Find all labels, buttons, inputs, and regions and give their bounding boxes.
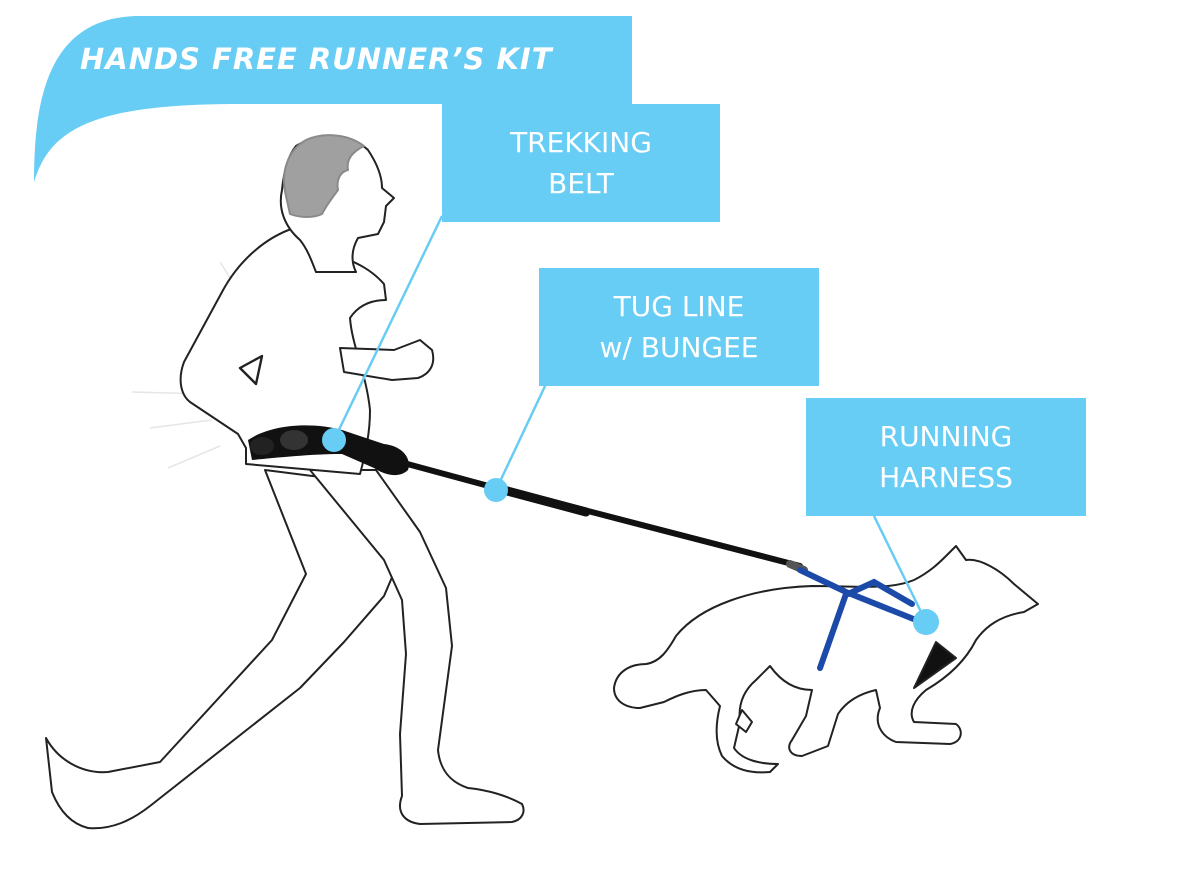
label-line: RUNNING [879, 419, 1013, 453]
callout-points [322, 428, 939, 635]
leader-line-belt [332, 215, 444, 441]
runner-arm-gap [238, 354, 264, 386]
dog-chest-mark [913, 641, 957, 689]
label-line: HARNESS [879, 461, 1013, 494]
label-box-trekking-belt: TREKKING BELT [442, 104, 720, 222]
dog-paw-left [735, 709, 753, 733]
title-text: HANDS FREE RUNNER’S KIT [80, 42, 553, 76]
leader-lines [332, 215, 928, 623]
label-line: BELT [548, 167, 614, 200]
runner-front-leg [309, 469, 525, 825]
label-line: w/ BUNGEE [599, 331, 759, 364]
runner-figure [45, 134, 525, 830]
title-banner [34, 16, 632, 182]
runner-back-leg [45, 469, 397, 830]
callout-point-belt [322, 428, 346, 452]
leader-line-tug [494, 383, 548, 491]
label-line: TUG LINE [613, 289, 745, 323]
label-box-running-harness: RUNNING HARNESS [806, 398, 1086, 516]
callout-point-tug [484, 478, 508, 502]
label-box-tug-line: TUG LINE w/ BUNGEE [539, 268, 819, 386]
runner-hair [283, 134, 365, 218]
label-line: TREKKING [510, 125, 652, 159]
runner-forearm [339, 339, 435, 381]
callout-point-harness [913, 609, 939, 635]
tug-line-shape [397, 459, 808, 574]
leader-line-harness [872, 515, 928, 623]
running-harness-shape [797, 567, 919, 671]
runner-torso [179, 227, 387, 475]
